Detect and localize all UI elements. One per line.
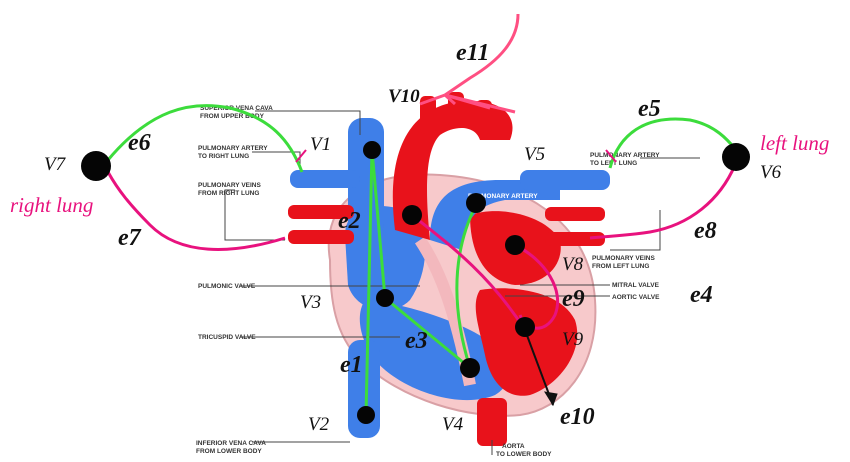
vertex-v1	[363, 141, 381, 159]
label-pv-right-1: PULMONARY VEINS	[198, 182, 262, 189]
vertex-v9	[515, 317, 535, 337]
left-lung-label: left lung	[760, 131, 829, 155]
vertex-v4	[460, 358, 480, 378]
label-aortic-valve: AORTIC VALVE	[612, 294, 660, 301]
label-aorta-lower-1: AORTA	[502, 443, 525, 450]
descending-aorta	[477, 398, 507, 446]
vertex-label-v8: V8	[562, 254, 584, 275]
label-pa-right-2: TO RIGHT LUNG	[198, 153, 249, 160]
pulmonary-vein-left-1	[545, 207, 605, 221]
vertex-label-v3: V3	[300, 292, 321, 313]
vertex-label-v5: V5	[524, 144, 545, 165]
vertex-v2	[357, 406, 375, 424]
label-pulmonic-valve: PULMONIC VALVE	[198, 283, 256, 290]
edge-label-e9: e9	[562, 286, 585, 312]
edge-label-e10: e10	[560, 404, 595, 430]
vertex-label-v10: V10	[388, 86, 420, 107]
label-aorta-lower-2: TO LOWER BODY	[496, 451, 552, 458]
vertex-v6	[722, 143, 750, 171]
label-ivc-2: FROM LOWER BODY	[196, 448, 262, 455]
label-tricuspid-valve: TRICUSPID VALVE	[198, 334, 256, 341]
vertex-v3	[376, 289, 394, 307]
vertex-label-v1: V1	[310, 134, 331, 155]
edge-label-e3: e3	[405, 328, 428, 354]
label-pv-left-2: FROM LEFT LUNG	[592, 263, 649, 270]
edge-label-e8: e8	[694, 218, 717, 244]
label-pa-left-1: PULMONARY ARTERY	[590, 152, 660, 159]
pulmonary-vein-left-2	[545, 232, 605, 246]
label-pa-right-1: PULMONARY ARTERY	[198, 145, 268, 152]
label-ivc-1: INFERIOR VENA CAVA	[196, 440, 266, 447]
label-pv-right-2: FROM RIGHT LUNG	[198, 190, 259, 197]
vertex-v10	[402, 205, 422, 225]
vertex-label-v9: V9	[562, 329, 584, 350]
pulmonary-artery-left	[520, 170, 610, 190]
label-pv-left-1: PULMONARY VEINS	[592, 255, 656, 262]
edge-label-e5: e5	[638, 96, 661, 122]
edge-label-e11: e11	[456, 40, 489, 66]
edge-label-e1: e1	[340, 352, 363, 378]
label-mitral-valve: MITRAL VALVE	[612, 282, 660, 289]
vertex-label-v2: V2	[308, 414, 330, 435]
edge-label-e2: e2	[338, 208, 361, 234]
vertex-label-v7: V7	[44, 154, 67, 175]
vertex-label-v4: V4	[442, 414, 464, 435]
right-lung-label: right lung	[10, 193, 93, 217]
edge-label-e7: e7	[118, 225, 142, 251]
edge-label-e4: e4	[690, 282, 713, 308]
vertex-v5	[466, 193, 486, 213]
vertex-label-v6: V6	[760, 162, 782, 183]
vertex-v7	[81, 151, 111, 181]
pulmonary-artery-right	[290, 170, 360, 188]
vertex-v8	[505, 235, 525, 255]
edge-label-e6: e6	[128, 130, 151, 156]
